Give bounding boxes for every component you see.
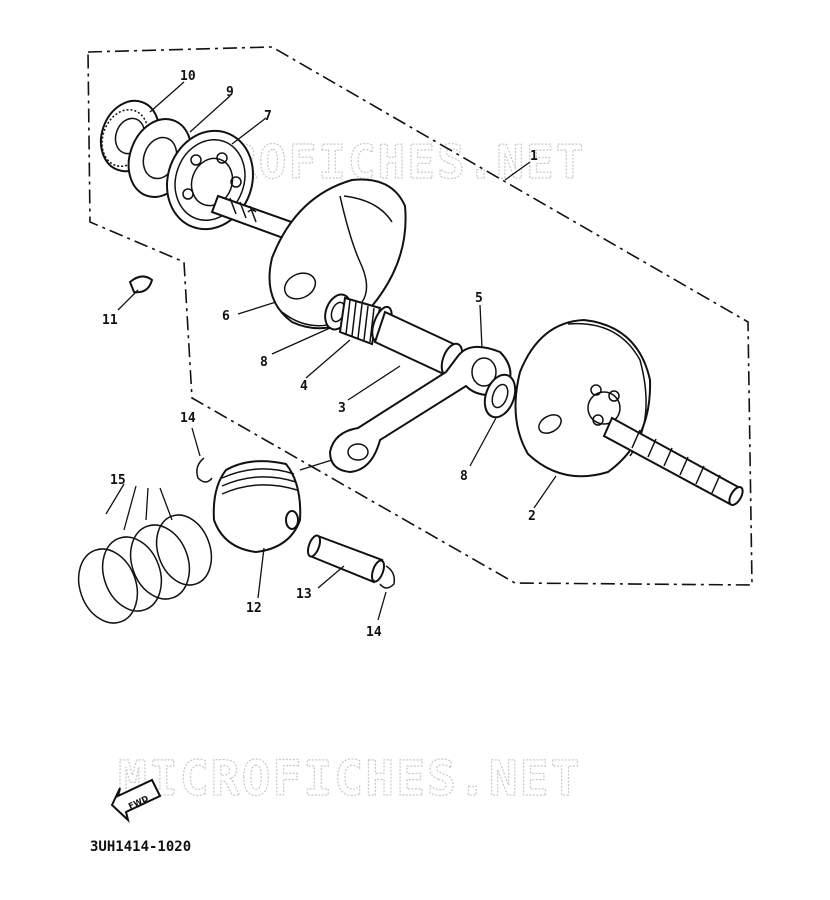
leader-14b <box>377 591 387 621</box>
leader-10 <box>149 81 185 113</box>
leader-8a <box>271 327 331 355</box>
leader-4 <box>305 339 351 379</box>
watermark-bottom: MICROFICHES.NET <box>118 751 581 807</box>
callout-9: 9 <box>226 85 234 100</box>
crank-web-left-part-6 <box>268 178 407 330</box>
woodruff-key-part-11 <box>128 275 154 294</box>
leader-13 <box>317 565 345 589</box>
leader-12 <box>257 547 265 599</box>
crank-right-part-2 <box>514 318 652 478</box>
leader-1 <box>504 161 531 181</box>
diagram-code: 3UH1414-1020 <box>90 839 191 855</box>
callout-6: 6 <box>222 309 230 324</box>
callout-11: 11 <box>102 313 118 328</box>
leader-14a <box>191 427 201 457</box>
piston-pin-part-13 <box>306 534 386 584</box>
piston-part-12 <box>212 460 302 554</box>
circlip-part-14-bottom <box>379 565 396 589</box>
callout-3: 3 <box>338 401 346 416</box>
callout-13: 13 <box>296 587 312 602</box>
assembly-boundary <box>87 46 753 586</box>
callout-10: 10 <box>180 69 196 84</box>
callout-8-right: 8 <box>460 469 468 484</box>
callout-7: 7 <box>264 109 272 124</box>
leader-6 <box>237 301 277 315</box>
leader-2 <box>533 475 557 509</box>
leader-11 <box>117 289 139 311</box>
circlip-part-14-top <box>196 457 213 483</box>
leader-7 <box>231 117 267 145</box>
callout-2: 2 <box>528 509 536 524</box>
callout-14-bottom: 14 <box>366 625 382 640</box>
leader-15 <box>105 483 173 531</box>
leader-8b <box>469 417 497 467</box>
callout-15: 15 <box>110 473 126 488</box>
callout-14-top: 14 <box>180 411 196 426</box>
leader-piston-rod <box>299 459 333 471</box>
crank-right-splined-shaft <box>602 416 744 507</box>
leader-9 <box>189 95 231 133</box>
callout-8-left: 8 <box>260 355 268 370</box>
piston-rings-part-15 <box>77 514 213 624</box>
callout-12: 12 <box>246 601 262 616</box>
leader-3 <box>347 365 401 401</box>
callout-4: 4 <box>300 379 308 394</box>
washer-part-8-right <box>483 373 517 419</box>
callout-1: 1 <box>530 149 538 164</box>
connecting-rod <box>328 345 512 474</box>
callout-5: 5 <box>475 291 483 306</box>
leader-5 <box>479 304 483 349</box>
